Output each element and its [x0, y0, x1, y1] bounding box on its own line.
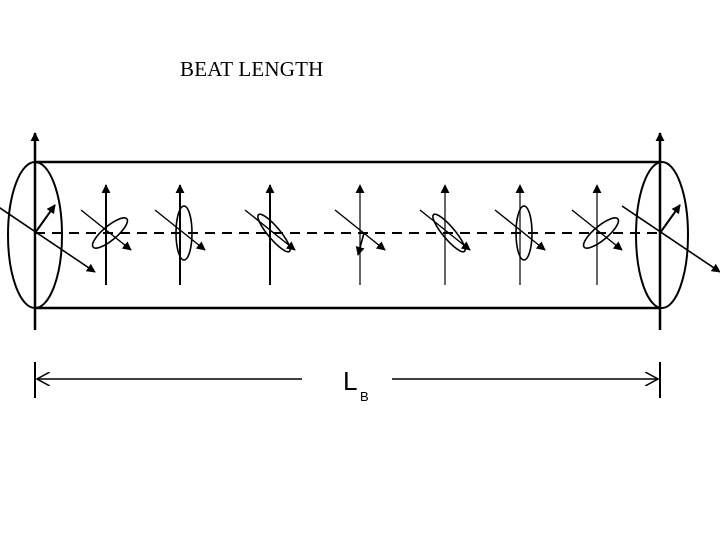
- polarization-state-1: [0, 132, 96, 330]
- polarization-ellipse: [175, 205, 193, 261]
- polarization-ellipse: [582, 217, 620, 249]
- polarization-state-8: [571, 184, 623, 285]
- polarization-ellipse: [515, 205, 533, 261]
- polarization-ellipse: [257, 213, 291, 253]
- dimension-symbol: L: [343, 366, 357, 396]
- beat-length-dimension: L B: [34, 362, 661, 404]
- diagram-title: BEAT LENGTH: [180, 57, 324, 81]
- polarization-state-2: [80, 184, 132, 285]
- polarization-state-3: [154, 184, 206, 285]
- polarization-states: [0, 132, 720, 330]
- fiber-cylinder: [7, 160, 689, 310]
- dimension-subscript: B: [360, 389, 369, 404]
- diagonal-field-arrow: [0, 207, 96, 273]
- polarization-state-5: [334, 184, 386, 285]
- polarization-state-6: [419, 184, 471, 285]
- polarization-state-4: [244, 184, 296, 285]
- field-vector-arrow: [659, 204, 681, 234]
- polarization-state-9: [621, 132, 720, 330]
- polarization-state-7: [494, 184, 546, 285]
- diagonal-field-arrow: [419, 209, 471, 251]
- polarization-ellipse: [432, 213, 466, 253]
- field-vector-arrow: [355, 232, 365, 256]
- fiber-output-face: [635, 161, 689, 309]
- polarization-ellipse: [91, 217, 129, 249]
- diagonal-field-arrow: [621, 205, 720, 273]
- diagonal-field-arrow: [244, 209, 296, 251]
- diagonal-field-arrow: [154, 209, 206, 251]
- diagonal-field-arrow: [571, 209, 623, 251]
- diagonal-field-arrow: [80, 209, 132, 251]
- diagonal-field-arrow: [334, 209, 386, 251]
- field-vector-arrow: [34, 204, 56, 234]
- diagonal-field-arrow: [494, 209, 546, 251]
